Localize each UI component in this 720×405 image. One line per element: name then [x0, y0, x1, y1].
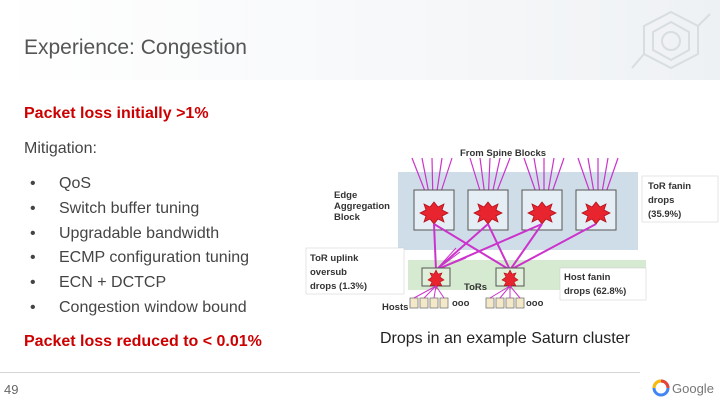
saturn-drops-diagram: From Spine Blocks — [305, 148, 719, 313]
bullet-icon: • — [30, 274, 36, 292]
list-item: • ECN + DCTCP — [30, 273, 249, 298]
tor-uplink-box — [305, 247, 405, 295]
bullet-icon: • — [30, 224, 36, 242]
list-item: • ECMP configuration tuning — [30, 248, 249, 273]
hosts-row — [409, 297, 525, 309]
footer-divider — [0, 372, 640, 373]
bullet-icon: • — [30, 249, 36, 267]
host-fanin-box — [559, 267, 647, 301]
from-spine-label: From Spine Blocks — [460, 148, 546, 159]
list-item-label: QoS — [59, 175, 92, 192]
bullet-icon: • — [30, 199, 36, 217]
list-item: • Congestion window bound — [30, 298, 249, 323]
list-item: • Switch buffer tuning — [30, 199, 249, 224]
tor-fanin-label: ToR fanin drops (35.9%) — [648, 181, 694, 220]
list-item: • Upgradable bandwidth — [30, 224, 249, 249]
list-item-label: Upgradable bandwidth — [59, 224, 220, 242]
drop-burst-icon — [473, 201, 503, 225]
list-item-label: ECN + DCTCP — [59, 274, 167, 292]
page-number: 49 — [4, 382, 19, 397]
drop-burst-icon — [581, 201, 611, 225]
packet-loss-reduced: Packet loss reduced to < 0.01% — [24, 333, 262, 350]
list-item: • QoS — [30, 174, 249, 199]
drop-burst-icon — [527, 201, 557, 225]
list-item-label: Switch buffer tuning — [59, 199, 200, 217]
ellipsis-left: ooo — [452, 298, 470, 309]
tor-uplink-label: ToR uplink oversub drops (1.3%) — [310, 253, 367, 292]
hosts-label: Hosts — [382, 302, 408, 313]
tors-label: ToRs — [464, 282, 487, 293]
google-logo: Google — [652, 379, 714, 397]
list-item-label: Congestion window bound — [59, 298, 247, 316]
host-links — [413, 285, 521, 299]
host-fanin-label: Host fanin drops (62.8%) — [564, 272, 626, 297]
mitigation-heading: Mitigation: — [24, 140, 97, 157]
edge-aggregation-label: Edge Aggregation Block — [334, 190, 393, 223]
hexagon-logo-icon — [631, 10, 711, 70]
google-logo-text: Google — [672, 381, 714, 396]
bullet-icon: • — [30, 298, 36, 316]
drop-burst-icon — [419, 201, 449, 225]
mitigation-list: • QoS • Switch buffer tuning • Upgradable b… — [30, 174, 249, 323]
list-item-label: ECMP configuration tuning — [59, 249, 250, 267]
ellipsis-right: ooo — [526, 298, 544, 309]
header-band — [0, 0, 720, 80]
figure-caption: Drops in an example Saturn cluster — [380, 330, 630, 347]
bullet-icon: • — [30, 175, 36, 192]
tor-fanin-box — [641, 175, 719, 223]
downlink-arrows — [433, 223, 597, 271]
packet-loss-initial: Packet loss initially >1% — [24, 105, 209, 122]
slide-title: Experience: Congestion — [24, 36, 247, 59]
